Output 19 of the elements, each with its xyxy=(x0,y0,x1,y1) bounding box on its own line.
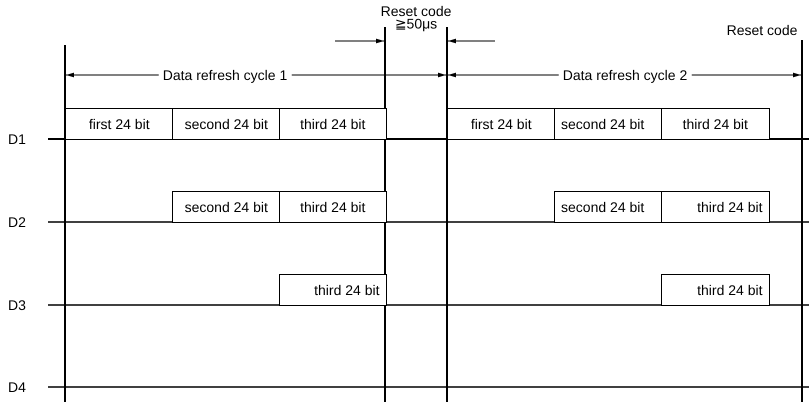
data-frame-box: third 24 bit xyxy=(279,191,386,223)
data-frame-box: second 24 bit xyxy=(172,108,280,140)
data-frame-box: first 24 bit xyxy=(65,108,174,140)
cycle-label: Data refresh cycle 2 xyxy=(558,67,692,83)
signal-name: D2 xyxy=(8,214,26,230)
data-frame-box: third 24 bit xyxy=(661,108,770,140)
cycle-label: Data refresh cycle 1 xyxy=(158,67,292,83)
data-frame-box: second 24 bit xyxy=(554,191,662,223)
data-frame-box: third 24 bit xyxy=(661,274,770,306)
data-frame-box: third 24 bit xyxy=(279,274,386,306)
data-frame-box: first 24 bit xyxy=(447,108,556,140)
data-frame-box: second 24 bit xyxy=(554,108,662,140)
reset-code-label: Reset code xyxy=(726,22,798,38)
data-frame-box: third 24 bit xyxy=(279,108,386,140)
data-frame-box: third 24 bit xyxy=(661,191,770,223)
signal-name: D4 xyxy=(8,379,26,395)
signal-name: D1 xyxy=(8,131,26,147)
signal-name: D3 xyxy=(8,297,26,313)
data-frame-box: second 24 bit xyxy=(172,191,280,223)
